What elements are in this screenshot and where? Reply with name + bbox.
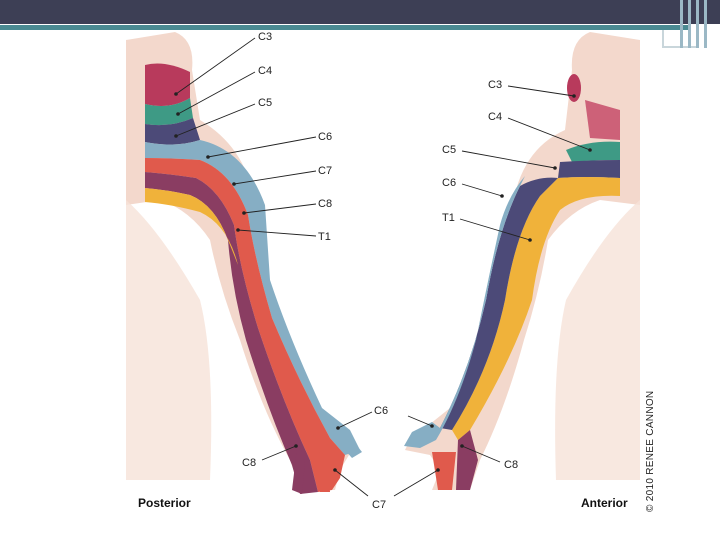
- posterior-t1-band: [145, 188, 238, 265]
- posterior-c7-label: C7: [318, 165, 332, 177]
- accent-line: [0, 25, 690, 30]
- posterior-c8-label: C8: [318, 198, 332, 210]
- copyright-text: © 2010 RENEE CANNON: [645, 390, 656, 512]
- posterior-c4-label: C4: [258, 65, 272, 77]
- posterior-c6-hand-label: C6: [374, 405, 388, 417]
- anterior-c3-label: C3: [488, 79, 502, 91]
- title-bar: [0, 0, 720, 24]
- anterior-c5-label: C5: [442, 144, 456, 156]
- anterior-c4-band: [566, 141, 620, 162]
- anterior-c6-label: C6: [442, 177, 456, 189]
- anterior-c8-hand-label: C8: [504, 459, 518, 471]
- corner-stripes: [676, 0, 720, 50]
- anterior-c4-label: C4: [488, 111, 502, 123]
- posterior-figure: C3 C4 C5 C6 C7 C8 T1 C6 C8 C7 Posterior: [126, 31, 388, 511]
- anterior-figure: C3 C4 C5 C6 T1 C6 C8 Anterior: [393, 32, 640, 510]
- anterior-t1-label: T1: [442, 212, 455, 224]
- posterior-c5-band: [145, 118, 200, 145]
- posterior-c3-label: C3: [258, 31, 272, 43]
- posterior-c6-band: [145, 140, 360, 455]
- posterior-c4-band: [145, 98, 193, 126]
- anterior-c3-ear: [567, 74, 581, 102]
- posterior-c8-hand-label: C8: [242, 457, 256, 469]
- posterior-c7-hand-label: C7: [372, 499, 386, 511]
- posterior-c5-label: C5: [258, 97, 272, 109]
- posterior-view-label: Posterior: [138, 496, 191, 510]
- anterior-t1-band: [452, 177, 620, 440]
- anterior-c3-neck: [585, 100, 620, 140]
- anterior-view-label: Anterior: [581, 496, 628, 510]
- posterior-c7-band: [145, 158, 345, 492]
- anterior-c6-band: [440, 177, 558, 430]
- posterior-t1-label: T1: [318, 231, 331, 243]
- anterior-c5-band: [558, 160, 620, 178]
- posterior-c6-label: C6: [318, 131, 332, 143]
- posterior-c8-band: [145, 172, 318, 494]
- posterior-c3-band: [145, 63, 190, 106]
